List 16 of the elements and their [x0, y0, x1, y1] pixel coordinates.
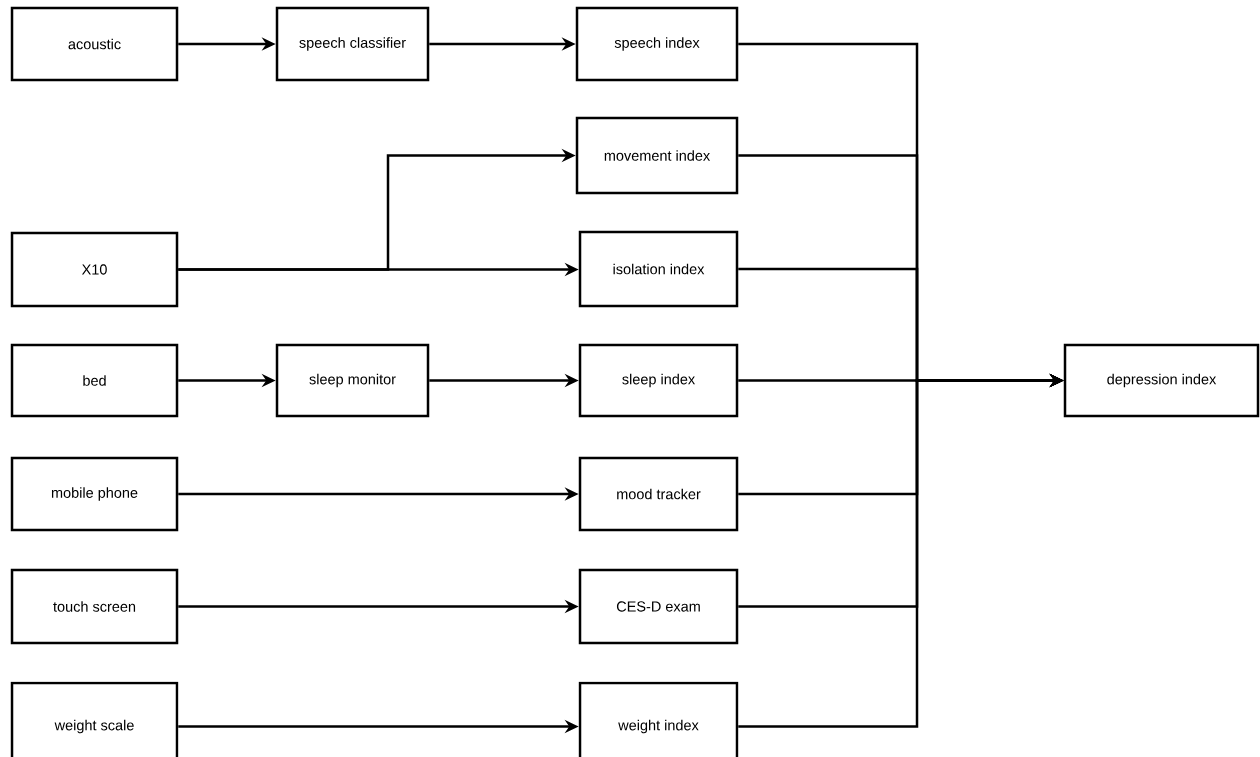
process-box: weight scale — [10, 681, 179, 757]
process-box: speech classifier — [275, 6, 430, 82]
process-box: bed — [10, 343, 179, 418]
process-box: CES-D exam — [578, 568, 739, 645]
process-box: acoustic — [10, 6, 179, 82]
process-box: depression index — [1063, 343, 1260, 418]
process-box: X10 — [10, 231, 179, 308]
process-box: movement index — [575, 116, 739, 195]
process-box: weight index — [578, 681, 739, 757]
process-box: mood tracker — [578, 456, 739, 532]
process-box: speech index — [575, 6, 739, 82]
process-box: sleep index — [578, 343, 739, 418]
process-box: touch screen — [10, 568, 179, 645]
process-box: sleep monitor — [275, 343, 430, 418]
process-box: mobile phone — [10, 456, 179, 532]
process-box: isolation index — [578, 230, 739, 308]
